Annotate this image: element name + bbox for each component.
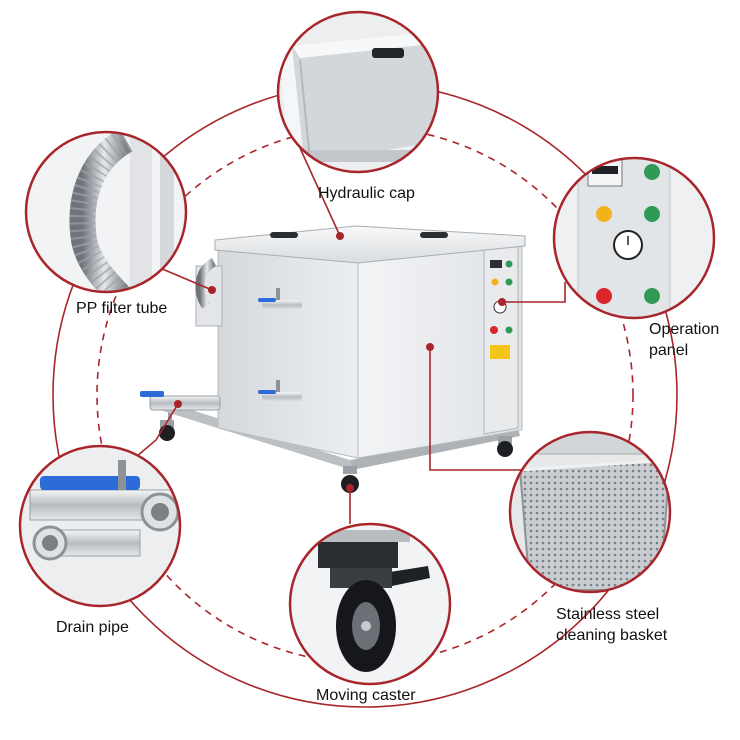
control-panel-icon [552,156,716,320]
machine-control-strip [483,244,519,435]
label-stainless-steel-basket-line-2: cleaning basket [556,626,668,644]
label-hydraulic-cap: Hydraulic cap [318,184,415,205]
label-stainless-steel-basket-line-1: Stainless steel [556,606,660,623]
connector-lines [129,147,566,524]
basket-icon [508,430,672,594]
caster-wheel-icon [288,522,452,686]
lower-valve [258,380,302,402]
label-moving-caster: Moving caster [316,686,416,707]
label-drain-pipe-line-1: Drain pipe [56,619,129,636]
label-moving-caster-line-1: Moving caster [316,687,416,704]
drain-pipe-icon [18,444,182,608]
label-stainless-steel-basket: Stainless steel cleaning basket [556,605,667,647]
label-hydraulic-cap-line-1: Hydraulic cap [318,185,415,202]
machine-side-panel [217,247,359,459]
filter-tube-icon [24,130,188,294]
label-operation-panel: Operation panel [649,320,719,362]
label-operation-panel-line-1: Operation [649,321,720,338]
connector-dots [174,232,506,492]
hydraulic-cap-icon [276,10,440,174]
upper-valve [258,288,302,310]
label-pp-filter-tube-line-1: PP filter tube [76,300,168,317]
label-drain-pipe: Drain pipe [56,618,129,639]
label-operation-panel-line-2: panel [649,341,689,359]
ultrasonic-cleaner-machine [140,225,526,493]
label-pp-filter-tube: PP filter tube [76,299,167,320]
